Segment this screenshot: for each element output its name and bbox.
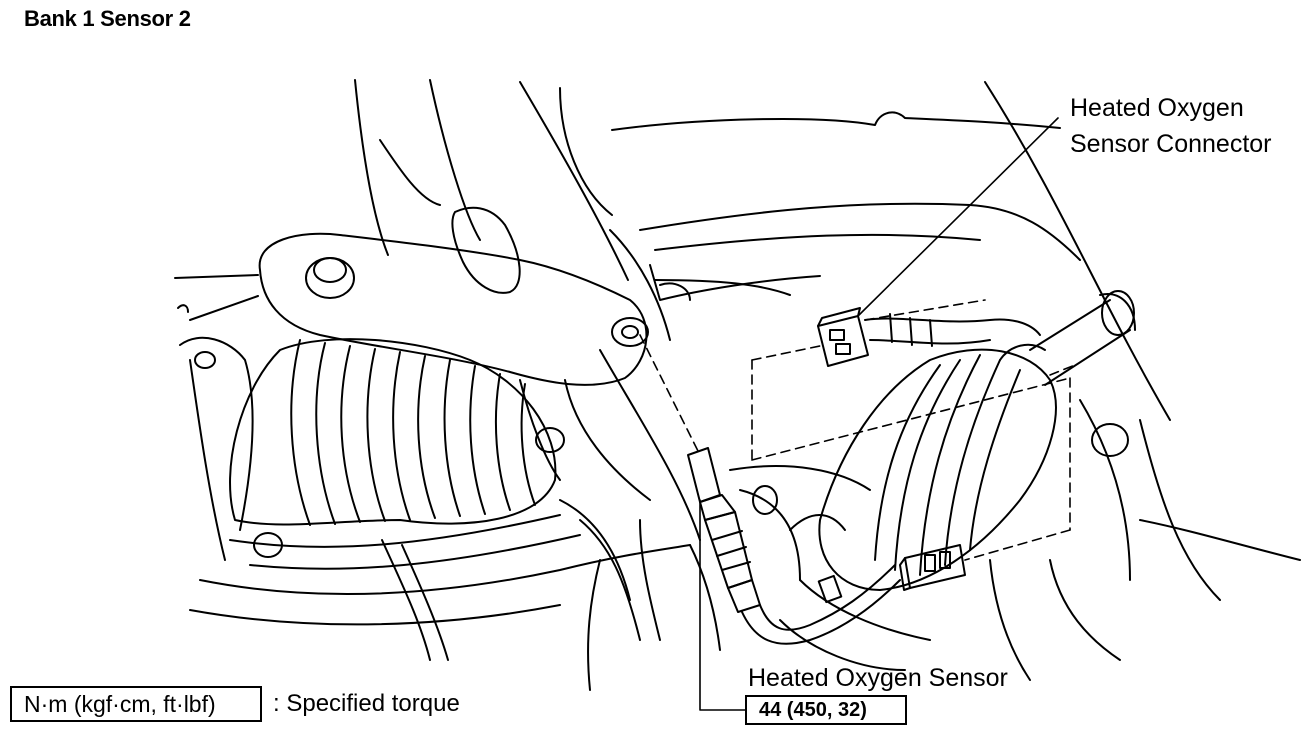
body-panel-lines xyxy=(355,80,1170,420)
torque-value-box: 44 (450, 32) xyxy=(745,695,907,725)
legend-unit-box: N·m (kgf·cm, ft·lbf) xyxy=(10,686,262,722)
ribbed-boot xyxy=(180,338,580,569)
lower-connector-drawing xyxy=(900,545,965,590)
exhaust-converter xyxy=(780,291,1135,670)
connector-callout: Heated Oxygen Sensor Connector xyxy=(1070,90,1272,162)
oxygen-sensor-drawing xyxy=(688,448,900,644)
lower-structure xyxy=(190,230,870,690)
right-structure xyxy=(990,400,1300,680)
connector-label-line1: Heated Oxygen xyxy=(1070,94,1244,122)
leader-lines xyxy=(700,118,1058,710)
dashed-guides xyxy=(640,300,1075,560)
harness xyxy=(865,314,1040,346)
sensor-label: Heated Oxygen Sensor xyxy=(748,664,1008,692)
mount-bracket xyxy=(175,140,690,385)
legend-description: : Specified torque xyxy=(273,690,460,717)
connector-label-line2: Sensor Connector xyxy=(1070,130,1272,158)
diagram-title: Bank 1 Sensor 2 xyxy=(24,6,191,31)
upper-connector-drawing xyxy=(818,308,868,366)
